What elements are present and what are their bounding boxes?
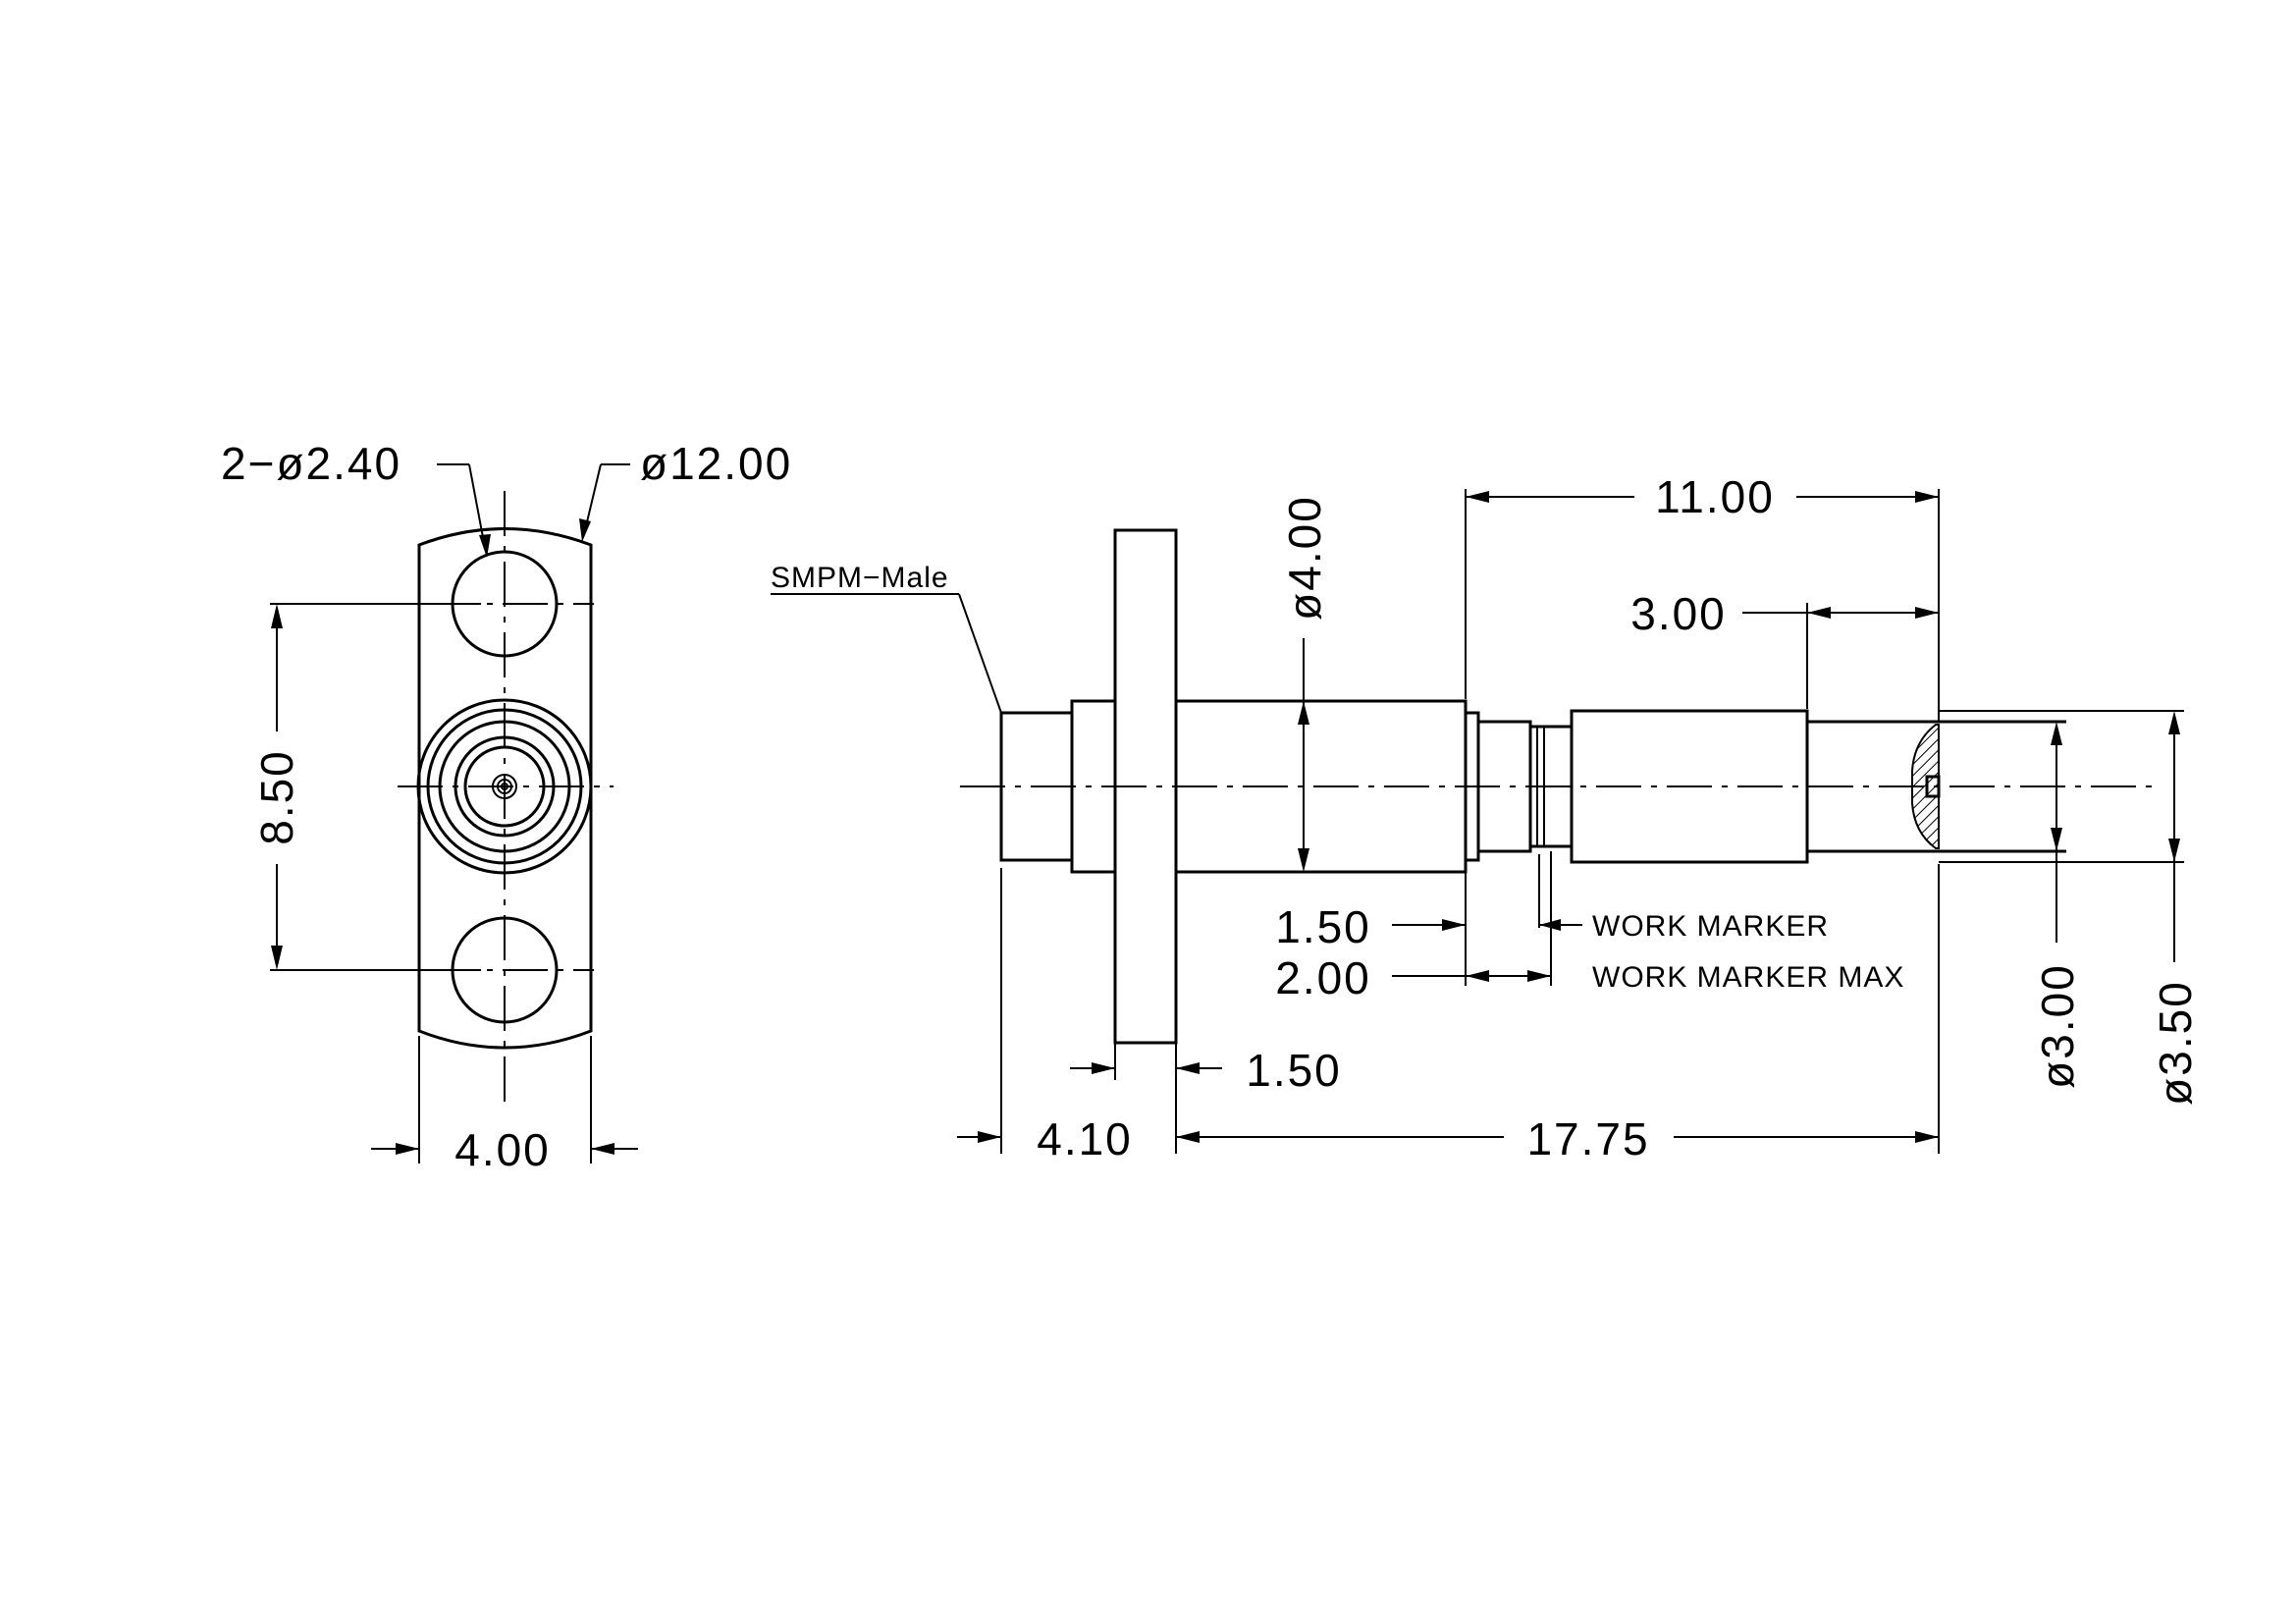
flange-diameter-callout: ø12.00	[579, 438, 792, 542]
flange-diameter-label: ø12.00	[640, 438, 792, 489]
hole-spacing-label: 8.50	[251, 749, 302, 845]
dim-hole-spacing: 8.50	[251, 603, 481, 971]
hole-callout: 2−ø2.40	[221, 438, 491, 558]
connector-label-callout: SMPM−Male	[771, 562, 1002, 714]
dim-tip-inner-diameter: ø3.00	[1949, 721, 2083, 1089]
work-marker-label: WORK MARKER	[1592, 910, 1829, 943]
step-length-1-50-label: 1.50	[1275, 901, 1371, 952]
right-length-label: 11.00	[1655, 471, 1775, 522]
dim-flange-width: 4.00	[371, 1036, 638, 1175]
front-view: 8.50 4.00 2−ø2.40 ø12.00	[221, 438, 792, 1175]
dim-step-lengths: 1.50 2.00 WORK MARKER WORK MARKER MAX	[1275, 851, 1904, 1003]
tip-length-label: 3.00	[1630, 588, 1727, 639]
work-marker-max-label: WORK MARKER MAX	[1592, 961, 1904, 994]
tip-inner-diameter-label: ø3.00	[2032, 963, 2083, 1089]
flange-thickness-label: 1.50	[1246, 1045, 1342, 1096]
dim-tip-length: 3.00	[1630, 588, 1939, 709]
dim-overall-lengths: 4.10 17.75	[957, 864, 1940, 1164]
dim-body-diameter: ø4.00	[1279, 495, 1330, 872]
flange-outline	[417, 527, 593, 1050]
side-view: ø4.00 11.00 3.00 ø3.00	[771, 471, 2201, 1164]
tip-outer-diameter-label: ø3.50	[2150, 980, 2201, 1106]
dim-right-length: 11.00	[1465, 471, 1940, 722]
body-diameter-label: ø4.00	[1279, 495, 1330, 621]
dim-flange-thickness: 1.50	[1070, 1043, 1342, 1154]
step-length-2-00-label: 2.00	[1275, 952, 1371, 1003]
flange-width-label: 4.00	[454, 1124, 551, 1175]
front-length-label: 4.10	[1037, 1113, 1133, 1164]
hole-callout-label: 2−ø2.40	[221, 438, 401, 489]
cable-body	[1570, 709, 1809, 864]
connector-label: SMPM−Male	[771, 562, 949, 594]
overall-length-label: 17.75	[1526, 1113, 1649, 1164]
dim-tip-outer-diameter: ø3.50	[1939, 710, 2201, 1106]
connector-face	[416, 698, 593, 875]
